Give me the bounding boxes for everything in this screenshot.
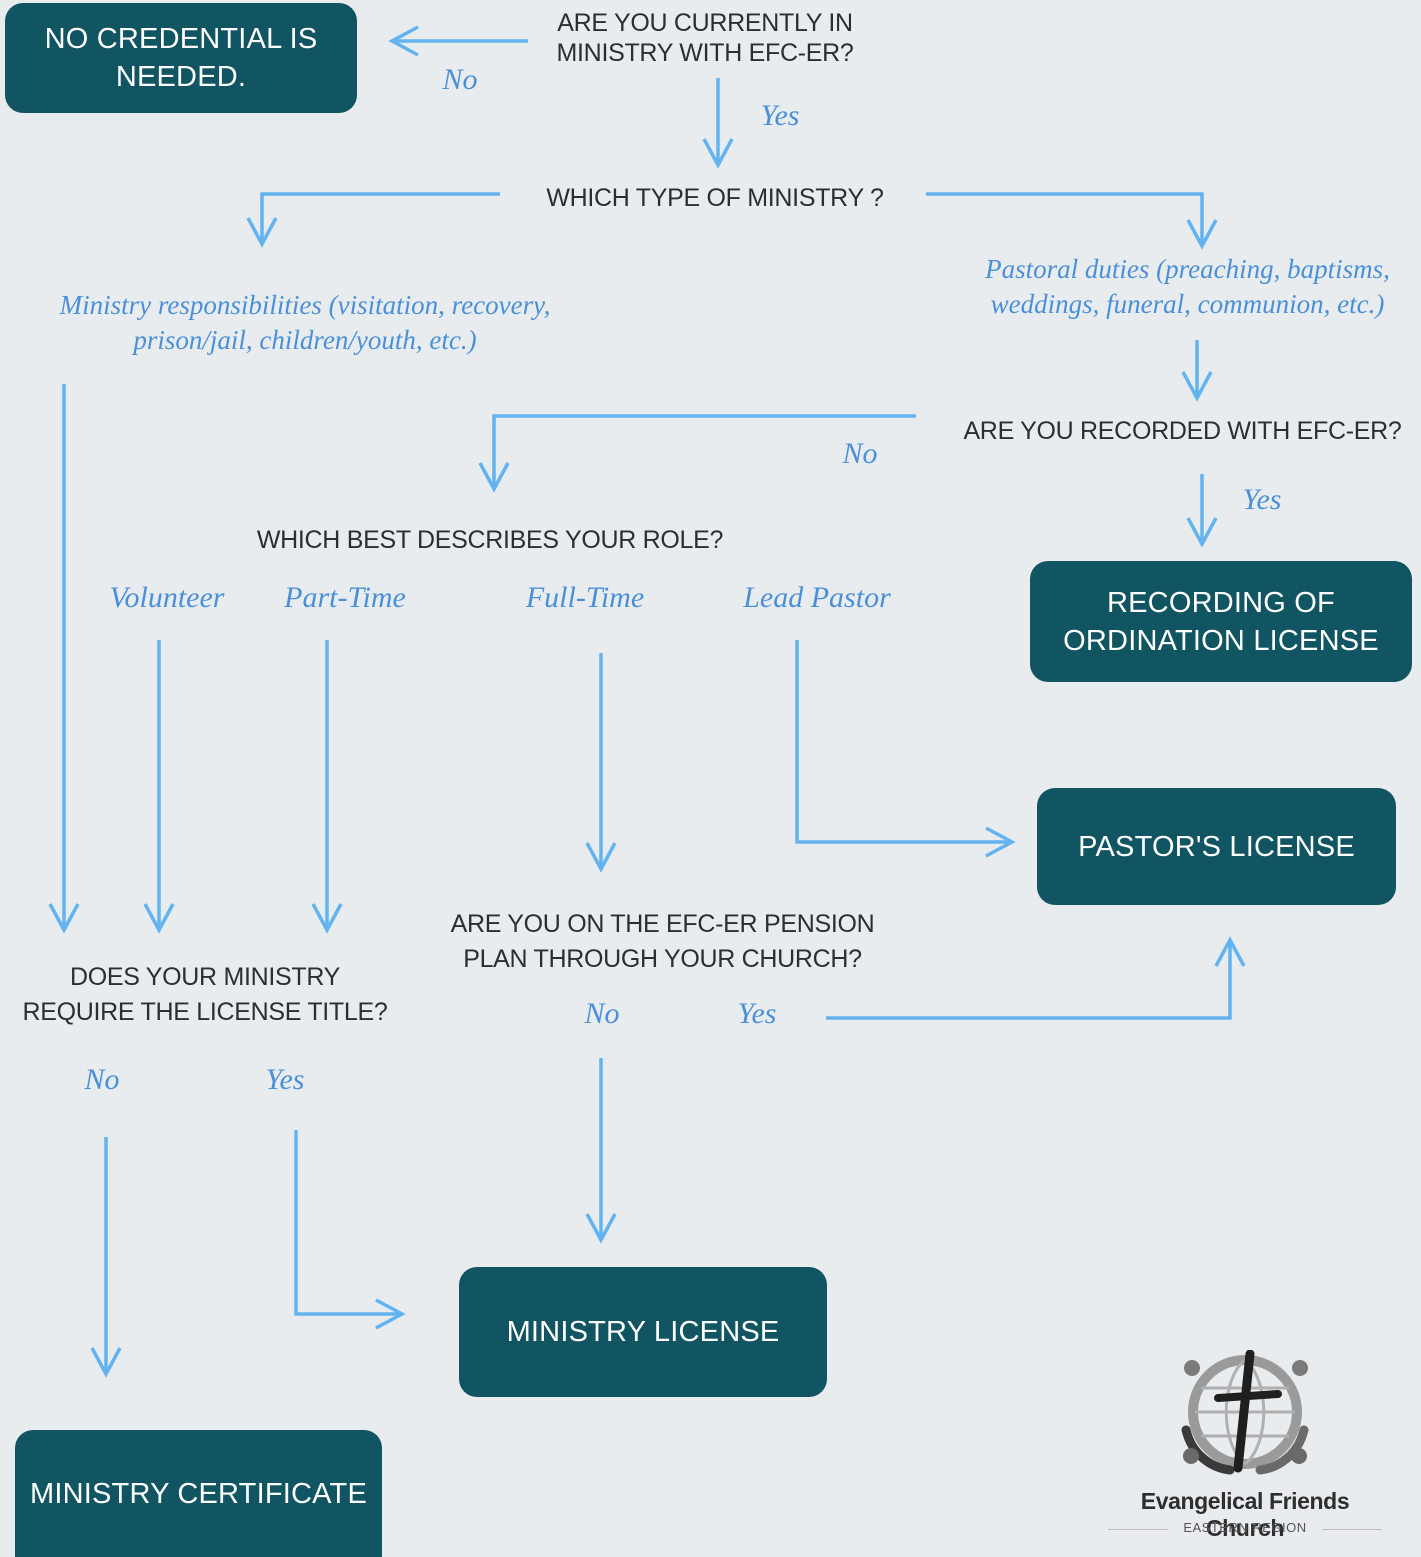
outcome-ministry-license-text: MINISTRY LICENSE [506,1316,780,1348]
outcome-pastors-license-text: PASTOR'S LICENSE [1078,830,1355,863]
arrow-pension-yes-to-pastors-license [826,940,1232,1020]
outcome-no-credential-text: NO CREDENTIAL IS NEEDED. [44,23,318,93]
label-no-ministry: No [442,63,478,96]
arrow-lead-pastor-to-pastors-license [795,640,1012,844]
label-role-full-time: Full-Time [525,581,645,614]
question-role: WHICH BEST DESCRIBES YOUR ROLE? [256,526,724,554]
label-ministry-responsibilities: Ministry responsibilities (visitation, r… [59,290,551,355]
question-ministry-type: WHICH TYPE OF MINISTRY ? [546,184,884,212]
question-pension-plan: ARE YOU ON THE EFC-ER PENSION PLAN THROU… [450,910,875,973]
label-no-pension: No [584,997,620,1030]
outcome-ministry-license: MINISTRY LICENSE [459,1267,827,1397]
logo-region-name: EASTERN REGION [1183,1520,1307,1535]
label-yes-pension: Yes [737,997,777,1030]
outcome-pastors-license: PASTOR'S LICENSE [1037,788,1396,905]
question-recorded: ARE YOU RECORDED WITH EFC-ER? [963,417,1402,445]
label-yes-ministry: Yes [760,99,800,132]
efc-logo: Evangelical Friends Church EASTERN REGIO… [1100,1349,1390,1550]
outcome-recording-ordination-text: RECORDING OF ORDINATION LICENSE [1063,586,1379,657]
label-pastoral-duties: Pastoral duties (preaching, baptisms, we… [985,254,1390,319]
arrow-to-ministry-responsibilities [260,192,500,244]
label-no-license-title: No [84,1063,120,1096]
logo-divider-right [1322,1529,1382,1530]
question-currently-in-ministry: ARE YOU CURRENTLY IN MINISTRY WITH EFC-E… [556,9,854,67]
globe-cross-icon [1181,1349,1309,1475]
label-role-part-time: Part-Time [284,581,406,614]
arrow-recorded-no-to-role [492,414,916,489]
outcome-ministry-certificate-text: MINISTRY CERTIFICATE [29,1477,367,1510]
label-role-volunteer: Volunteer [109,581,225,614]
label-yes-recorded: Yes [1242,483,1282,516]
arrow-to-pastoral-duties [926,192,1204,246]
outcome-recording-ordination-license: RECORDING OF ORDINATION LICENSE [1030,561,1412,682]
arrow-title-yes-to-ministry-license [294,1130,402,1316]
outcome-no-credential: NO CREDENTIAL IS NEEDED. [5,3,357,113]
logo-organization-name: Evangelical Friends Church [1140,1488,1350,1541]
label-no-recorded: No [842,437,878,470]
label-role-lead-pastor: Lead Pastor [743,581,891,614]
label-yes-license-title: Yes [265,1063,305,1096]
outcome-ministry-certificate: MINISTRY CERTIFICATE [15,1430,382,1557]
question-license-title: DOES YOUR MINISTRY REQUIRE THE LICENSE T… [22,963,388,1026]
logo-divider-left [1108,1529,1168,1530]
